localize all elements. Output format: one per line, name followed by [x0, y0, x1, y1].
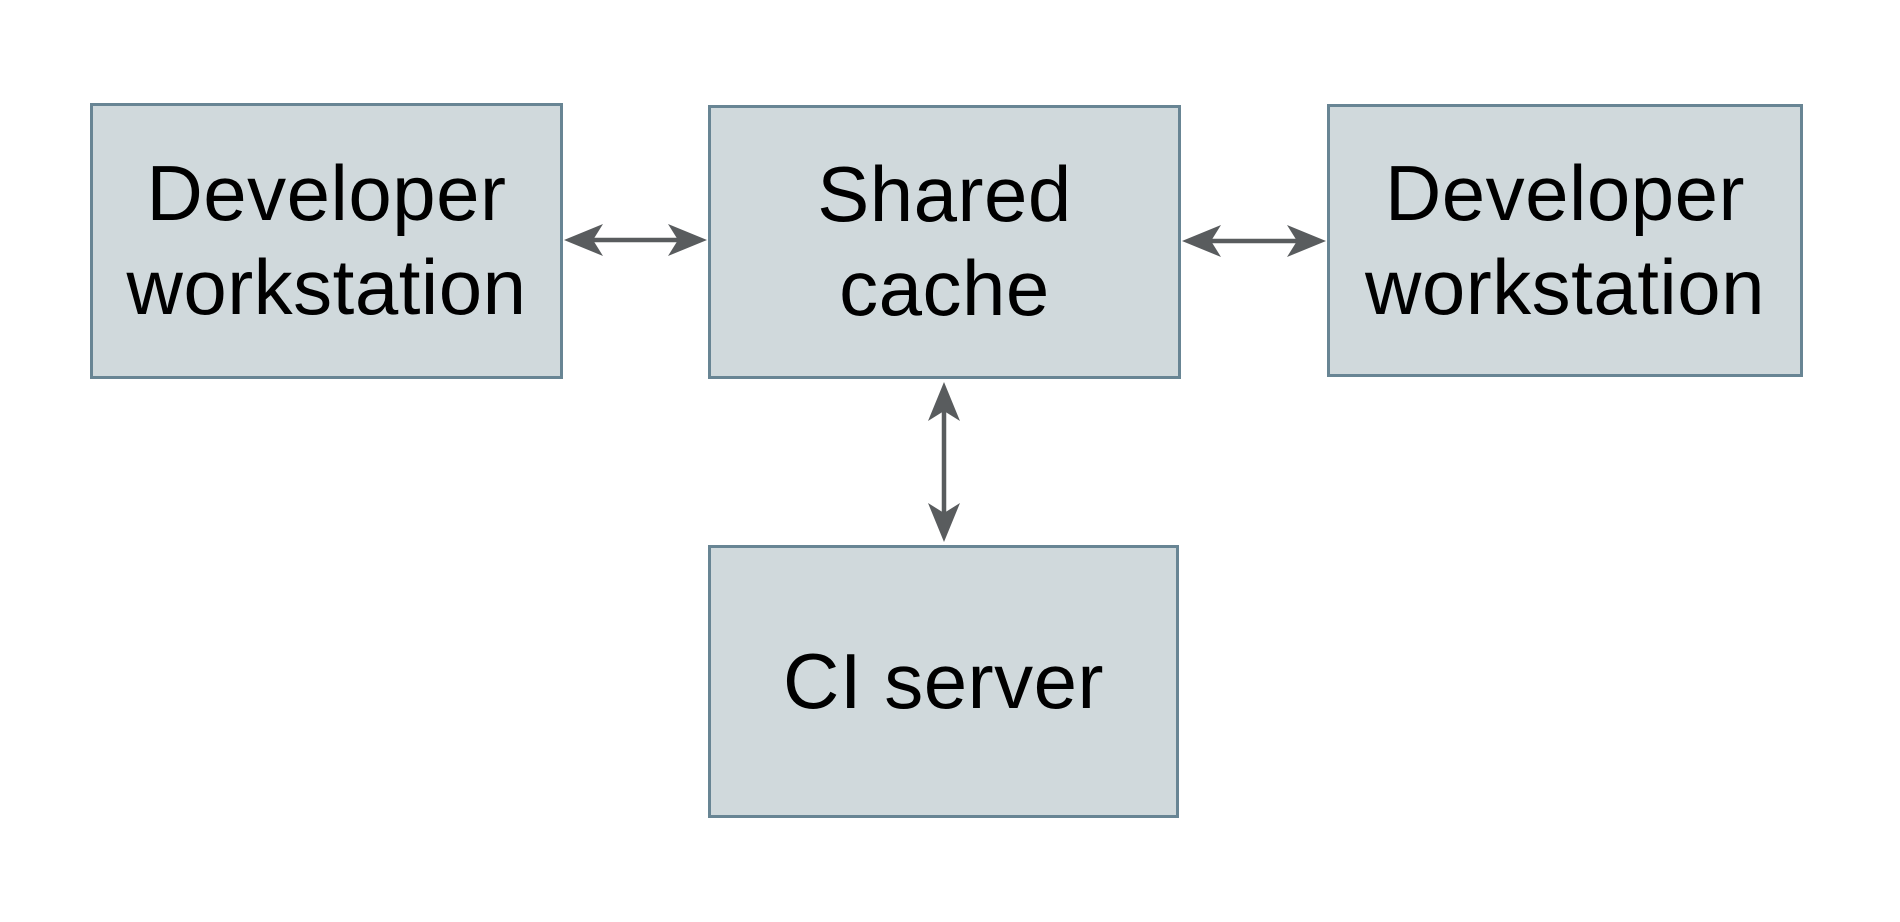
node-shared-cache-label: Shared cache: [817, 150, 1072, 332]
node-developer-workstation-left-label: Developer workstation: [126, 149, 527, 331]
node-developer-workstation-right-label: Developer workstation: [1365, 148, 1765, 331]
arrow-cache-ciserver-icon: [920, 381, 968, 548]
arrow-devleft-cache-icon: [563, 216, 708, 269]
node-developer-workstation-right: Developer workstation: [1327, 104, 1803, 377]
node-ci-server-label: CI server: [783, 636, 1104, 725]
arrow-cache-devright-icon: [1181, 217, 1327, 270]
node-shared-cache: Shared cache: [708, 105, 1181, 379]
node-developer-workstation-left: Developer workstation: [90, 103, 563, 379]
node-ci-server: CI server: [708, 545, 1179, 818]
